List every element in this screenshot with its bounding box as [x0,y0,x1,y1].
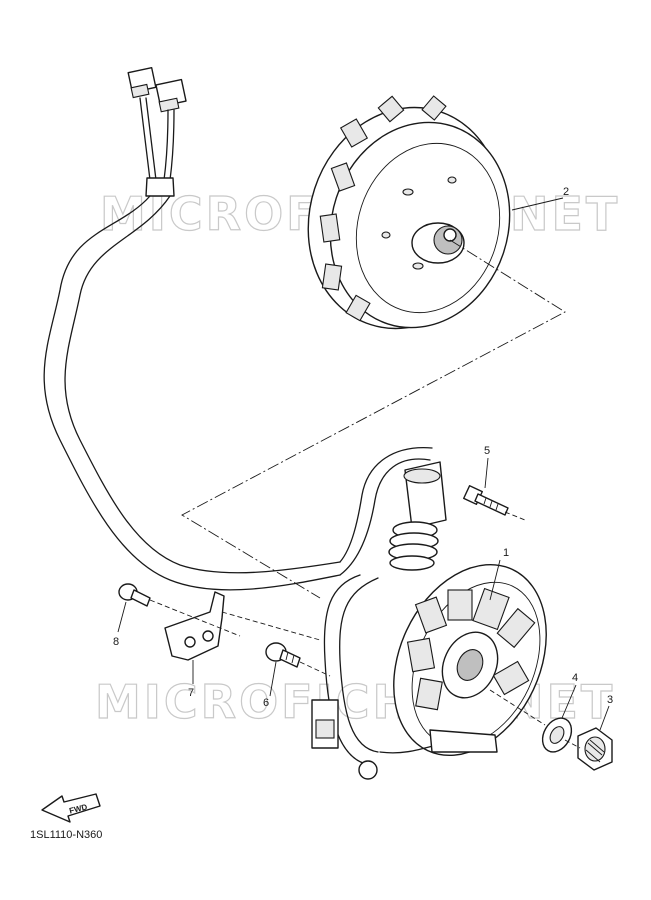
callout-8: 8 [113,636,119,648]
diagram-code: 1SL1110-N360 [30,829,103,841]
nut-3 [577,727,613,771]
assembly-outline [181,239,566,599]
callout-7: 7 [188,687,194,699]
fwd-arrow-icon: FWD [41,793,101,823]
callout-2: 2 [563,186,569,198]
callout-1: 1 [503,547,509,559]
connector-plug-right [155,78,187,113]
wire-harness [43,67,447,591]
fwd-label: FWD [68,802,88,815]
connector-plug-left [127,67,157,99]
screw-8 [118,583,151,607]
flywheel-rotor [307,95,511,330]
stator-assembly [311,563,547,780]
callout-5: 5 [484,445,490,457]
bolt-5 [462,484,509,516]
screw-6 [265,642,301,668]
callout-3: 3 [607,694,613,706]
callout-4: 4 [572,672,578,684]
bracket-7 [164,591,225,661]
watermark-bottom: MICROFICHES.NET [95,675,615,729]
callout-6: 6 [263,697,269,709]
